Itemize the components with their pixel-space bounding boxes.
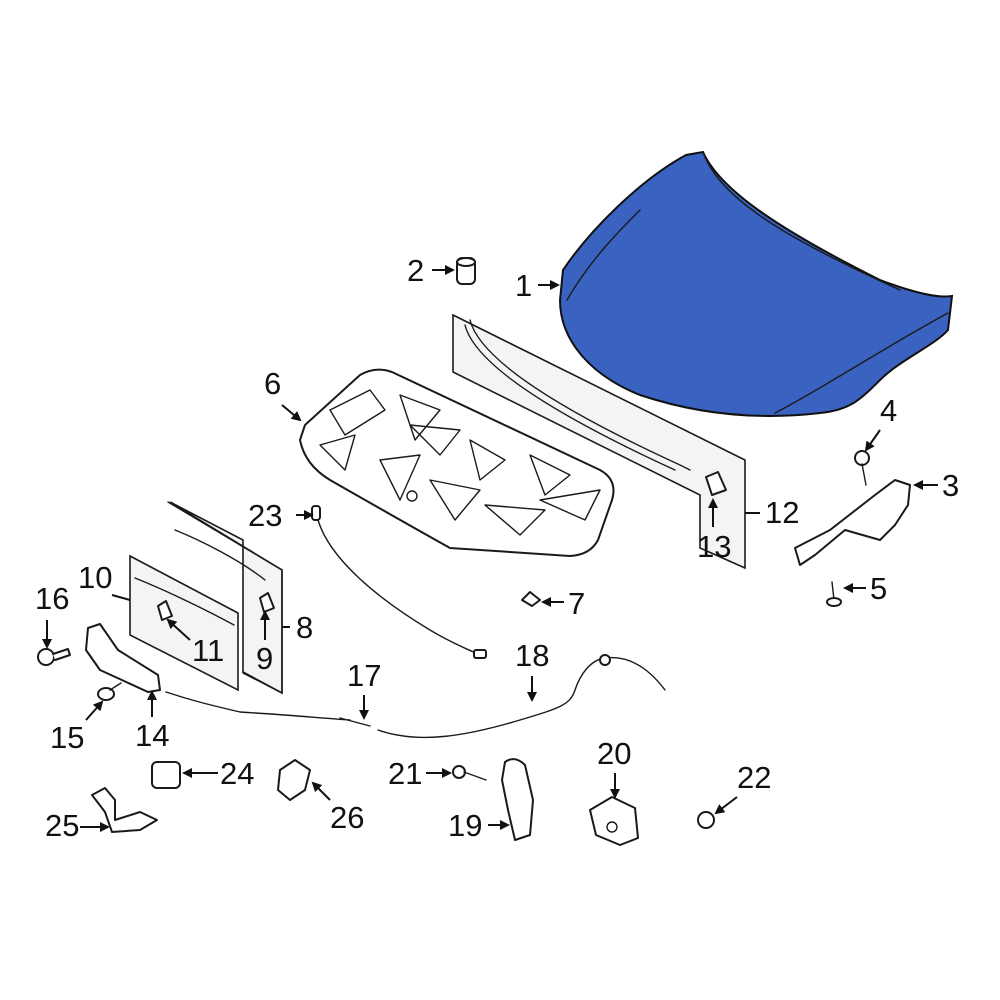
prop-rod-part-19[interactable]: [501, 758, 534, 841]
hinge-part-3[interactable]: [794, 479, 911, 566]
callout-22[interactable]: 22: [737, 760, 772, 795]
release-cable-part-17[interactable]: [165, 691, 371, 727]
callout-16[interactable]: 16: [35, 581, 70, 616]
callout-26[interactable]: 26: [330, 800, 365, 835]
callout-5[interactable]: 5: [870, 571, 888, 606]
bolt-part-15[interactable]: [97, 682, 122, 701]
callout-11[interactable]: 11: [192, 633, 225, 668]
latch-part-20[interactable]: [589, 796, 639, 846]
callout-3[interactable]: 3: [942, 468, 960, 503]
callout-15[interactable]: 15: [50, 720, 85, 755]
nut-part-22[interactable]: [697, 811, 715, 829]
clip-part-11[interactable]: [157, 600, 173, 621]
callout-1[interactable]: 1: [515, 268, 533, 303]
callout-14[interactable]: 14: [135, 718, 170, 753]
callout-4[interactable]: 4: [880, 393, 898, 428]
callout-19[interactable]: 19: [448, 808, 483, 843]
callout-21[interactable]: 21: [388, 756, 423, 791]
callout-17[interactable]: 17: [347, 658, 382, 693]
release-cable-part-18[interactable]: [377, 654, 666, 739]
callout-13[interactable]: 13: [697, 529, 732, 564]
callout-9[interactable]: 9: [256, 641, 274, 676]
bolt-part-21[interactable]: [452, 765, 487, 781]
bumper-part-2[interactable]: [456, 257, 476, 285]
cable-clip-part-23[interactable]: [311, 505, 487, 659]
callout-10[interactable]: 10: [78, 560, 113, 595]
callout-18[interactable]: 18: [515, 638, 550, 673]
clip-part-7[interactable]: [521, 591, 541, 607]
callout-8[interactable]: 8: [296, 610, 314, 645]
bracket-part-25[interactable]: [91, 787, 158, 833]
callout-7[interactable]: 7: [568, 586, 586, 621]
grommet-part-24[interactable]: [151, 761, 181, 789]
callout-12[interactable]: 12: [765, 495, 800, 530]
callout-6[interactable]: 6: [264, 366, 282, 401]
latch-bracket-part-14[interactable]: [85, 623, 161, 693]
insulator-part-6[interactable]: [299, 368, 615, 557]
bolt-part-16[interactable]: [37, 648, 71, 666]
leader-lines: [42, 265, 938, 832]
seal-part-8[interactable]: [167, 501, 283, 695]
hood-part-1[interactable]: [558, 150, 954, 417]
callout-23[interactable]: 23: [248, 498, 283, 533]
clip-part-9[interactable]: [259, 592, 275, 613]
bolt-part-4[interactable]: [854, 450, 870, 486]
callout-20[interactable]: 20: [597, 736, 632, 771]
seal-part-10[interactable]: [129, 554, 239, 692]
clip-part-13[interactable]: [705, 471, 727, 496]
seal-kit-part-12[interactable]: [452, 313, 746, 570]
callout-25[interactable]: 25: [45, 808, 80, 843]
callout-24[interactable]: 24: [220, 756, 255, 791]
bolt-part-5[interactable]: [826, 581, 842, 607]
callout-2[interactable]: 2: [407, 253, 425, 288]
clip-part-26[interactable]: [277, 759, 311, 801]
